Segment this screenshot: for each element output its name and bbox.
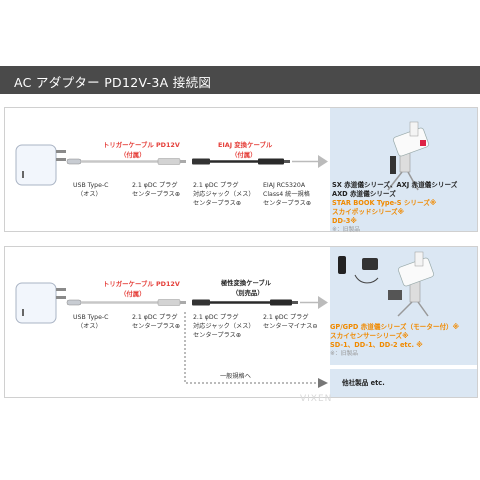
legacy-note-2: ※：旧製品	[330, 351, 359, 357]
other-products-label: 他社製品 etc.	[342, 379, 385, 387]
usb-c-label-2: USB Type-C	[73, 314, 109, 321]
device-list-2-item-2: SD-1、DD-1、DD-2 etc. ※	[330, 341, 423, 349]
trigger-cable-note-2: （付属）	[120, 290, 146, 298]
device-list-1-item-4: DD-3※	[332, 217, 357, 225]
device-list-2-item-1: スカイセンサーシリーズ※	[330, 332, 409, 340]
eiaj-polarity-label: センタープラス⊕	[263, 200, 312, 207]
dc-plug-1	[157, 158, 181, 165]
page-title: AC アダプター PD12V-3A 接続図	[14, 75, 212, 90]
eiaj-jack-1	[192, 158, 210, 165]
polarity-jack	[192, 299, 210, 306]
usb-c-plug-1	[66, 158, 82, 165]
device-list-1-item-3: スカイポッドシリーズ※	[332, 208, 405, 216]
jack-label-1: 2.1 φDC プラグ	[193, 182, 239, 189]
dc-plug-label-2: 2.1 φDC プラグ	[132, 314, 178, 321]
arrow-to-other	[318, 378, 328, 388]
equatorial-mount-1	[387, 121, 429, 191]
polarity-plug	[270, 299, 292, 306]
device-list-1-item-0: SX 赤道儀シリーズ、AXJ 赤道儀シリーズ	[332, 181, 458, 189]
device-list-1-item-2: STAR BOOK Type-S シリーズ※	[332, 199, 437, 207]
usb-c-sub: （オス）	[77, 191, 102, 198]
eiaj-class-label: Class4 統一規格	[263, 191, 310, 198]
legacy-note-1: ※：旧製品	[332, 227, 361, 233]
jack-type-2: 対応ジャック（メス）	[193, 323, 255, 330]
device-list-2-item-0: GP/GPD 赤道儀シリーズ（モーター付）※	[330, 323, 460, 331]
jack-label-2: 2.1 φDC プラグ	[193, 314, 239, 321]
dc-plug-polarity-2: センタープラス⊕	[132, 323, 181, 330]
jack-type-1: 対応ジャック（メス）	[193, 191, 255, 198]
eiaj-cable-label: EIAJ 変換ケーブル	[218, 141, 273, 149]
other-products-area	[330, 369, 477, 397]
general-standard-label: 一般規格へ	[220, 373, 251, 380]
title-bar: AC アダプター PD12V-3A 接続図	[0, 66, 480, 94]
usb-c-label: USB Type-C	[73, 182, 109, 189]
polarity-cable-note: （別売品）	[232, 290, 264, 297]
usb-c-sub-2: （オス）	[77, 323, 102, 330]
ac-adapter-2	[15, 282, 66, 324]
polarity-cable-label: 極性変換ケーブル	[221, 280, 271, 287]
ac-adapter-1	[15, 144, 66, 186]
eiaj-cable-note: （付属）	[231, 151, 257, 159]
dc-plug-polarity-1: センタープラス⊕	[132, 191, 181, 198]
trigger-cable-note-1: （付属）	[120, 151, 146, 159]
trigger-cable-label-2: トリガーケーブル PD12V	[103, 280, 180, 288]
eiaj-plug	[258, 158, 284, 165]
arrow-to-devices-1	[318, 155, 328, 168]
jack-polarity-2: センタープラス⊕	[193, 332, 242, 339]
jack-polarity-1: センタープラス⊕	[193, 200, 242, 207]
equatorial-mount-2	[338, 251, 434, 317]
arrow-to-devices-2	[318, 296, 328, 309]
dc-plug-label-1: 2.1 φDC プラグ	[132, 182, 178, 189]
trigger-cable-label-1: トリガーケーブル PD12V	[103, 141, 180, 149]
minus-plug-polarity: センターマイナス⊖	[263, 323, 318, 330]
watermark-logo: VIXEN	[300, 394, 333, 404]
device-list-1-item-1: AXD 赤道儀シリーズ	[332, 190, 396, 198]
eiaj-standard-label: EIAJ RC5320A	[263, 182, 306, 189]
dc-plug-2	[157, 299, 181, 306]
usb-c-plug-2	[66, 299, 82, 306]
diagram-panel-1	[4, 107, 478, 232]
minus-plug-label: 2.1 φDC プラグ	[263, 314, 309, 321]
